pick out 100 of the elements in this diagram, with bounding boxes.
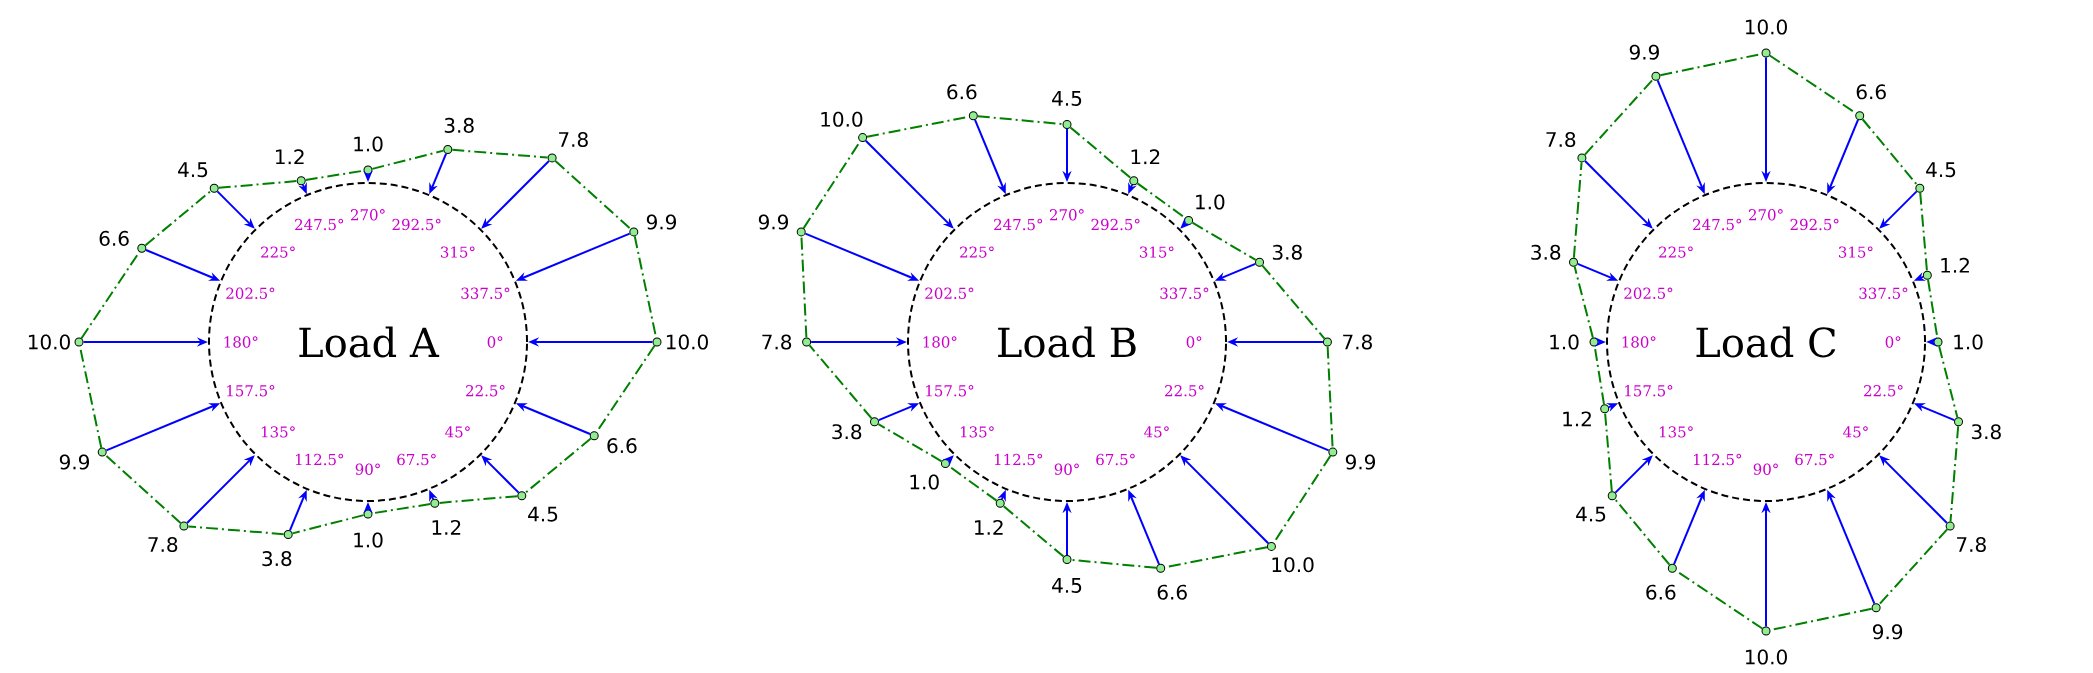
polygon-line [438,495,519,504]
angle-label: 135° [1659,426,1693,438]
polygon-line [371,149,445,170]
angle-label: 292.5° [1091,218,1140,231]
angle-label: 45° [1843,426,1868,438]
angle-label: 135° [960,426,994,438]
arrow [481,455,520,494]
value-label: 1.2 [432,519,461,535]
arrow [216,190,255,229]
value-label: 1.0 [354,532,383,548]
value-label: 1.0 [1550,334,1579,350]
value-label: 9.9 [646,214,676,230]
angle-label: 337.5° [1160,287,1209,299]
value-label: 6.6 [99,230,129,246]
value-label: 10.0 [1272,557,1314,573]
polygon-line [144,190,212,247]
angle-label: 225° [960,246,994,258]
angle-label: 45° [1144,426,1169,438]
polygon-line [1949,425,1960,523]
value-label: 1.0 [910,474,939,490]
angle-label: 22.5° [1165,385,1204,397]
angle-label: 247.5° [295,218,344,231]
polygon-line [451,148,549,159]
polygon-line [1604,412,1613,493]
value-label: 3.8 [444,117,474,133]
angle-label: 157.5° [227,385,275,397]
polygon-line [1572,161,1583,259]
angle-label: 22.5° [1864,385,1903,397]
arrow [864,139,954,229]
polygon-line [1614,498,1671,566]
value-label: 1.0 [1196,194,1225,210]
value-label: 7.8 [762,334,792,350]
polygon-line [1136,182,1186,219]
angle-label: 315° [1140,246,1174,258]
arrow [1879,190,1918,229]
value-label: 1.2 [1941,257,1969,273]
polygon-line [1191,221,1257,261]
polygon-line [1583,78,1654,156]
value-label: 7.8 [1957,536,1986,553]
value-label: 4.5 [1052,91,1082,106]
angle-label: 180° [1622,336,1656,348]
angle-label: 180° [224,336,258,348]
angle-label: 247.5° [1693,218,1742,231]
value-label: 10.0 [1745,649,1787,665]
value-label: 3.8 [1272,244,1302,260]
arrow [481,160,550,229]
angle-label: 67.5° [1096,453,1135,466]
value-label: 6.6 [1856,84,1886,100]
value-label: 4.5 [528,506,558,522]
value-label: 10.0 [666,334,708,350]
polygon-line [948,465,998,502]
angle-label: 202.5° [1624,287,1673,299]
value-label: 1.2 [975,519,1003,535]
angle-label: 270° [1748,209,1783,221]
value-label: 3.8 [262,551,292,567]
angle-label: 202.5° [925,287,974,299]
polygon-line [976,115,1064,126]
value-label: 9.9 [59,454,89,470]
angle-label: 202.5° [226,287,275,299]
angle-label: 337.5° [1859,287,1908,299]
polygon-line [187,525,285,536]
angle-label: 337.5° [461,287,510,299]
arrow [1180,455,1270,545]
polygon-line [800,235,808,339]
angle-label: 135° [261,426,295,438]
polygon-line [1878,528,1949,606]
polygon-line [1002,505,1065,558]
angle-label: 270° [350,209,385,221]
value-label: 1.2 [1131,149,1160,165]
value-label: 3.8 [832,424,862,440]
polygon-line [1861,118,1918,186]
polygon-line [877,423,943,463]
polygon-line [217,180,298,189]
angle-label: 0° [1885,336,1901,348]
polygon-line [554,159,632,230]
value-label: 4.5 [1052,578,1082,593]
angle-label: 292.5° [1790,218,1839,231]
value-label: 4.5 [1926,162,1956,178]
polygon-line [808,344,873,420]
value-label: 6.6 [947,84,977,100]
value-label: 9.9 [1629,44,1659,60]
angle-label: 45° [445,426,470,438]
value-label: 1.2 [1563,411,1591,427]
angle-label: 270° [1049,209,1084,221]
angle-label: 22.5° [466,385,505,397]
polygon-line [291,514,365,535]
angle-label: 90° [1054,463,1079,475]
value-label: 4.5 [178,162,208,178]
value-label: 6.6 [1646,584,1676,600]
value-label: 10.0 [28,334,70,350]
angle-label: 112.5° [1693,453,1742,466]
angle-label: 112.5° [295,453,344,466]
polygon-line [1573,265,1594,339]
value-label: 10.0 [1745,19,1787,35]
value-label: 7.8 [148,536,178,553]
polygon-line [1069,126,1132,179]
angle-label: 90° [1753,463,1778,475]
polygon-line [104,454,182,525]
angle-label: 112.5° [994,453,1043,466]
angle-label: 225° [261,246,295,258]
